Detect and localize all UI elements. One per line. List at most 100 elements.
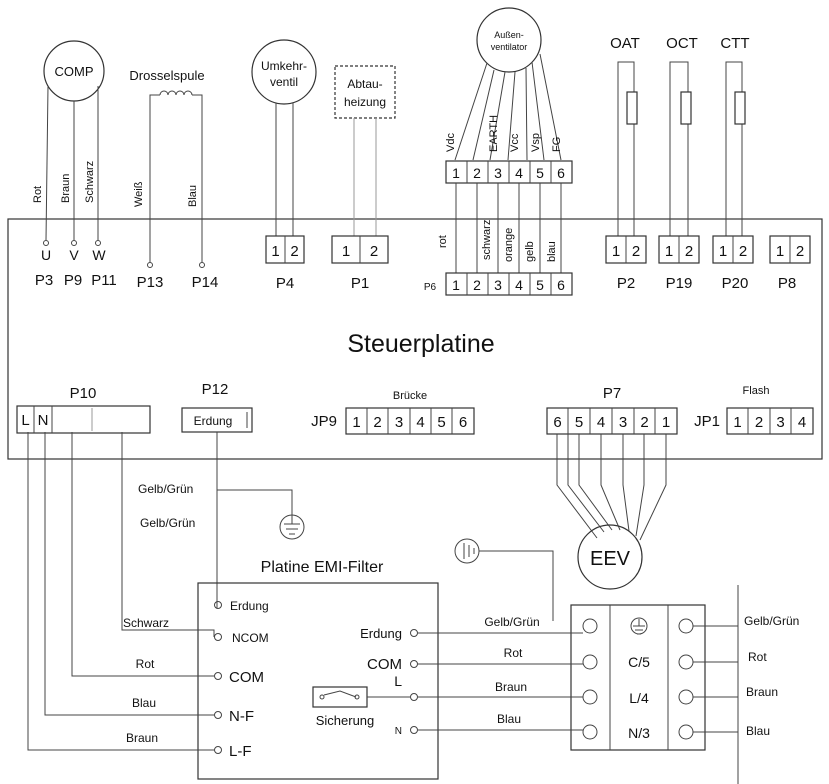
fan-wire-orange: orange xyxy=(503,228,515,262)
fan-top-label-vdc: Vdc xyxy=(445,133,457,152)
eev-valve: EEV xyxy=(556,434,667,590)
emi-term-com: COM xyxy=(229,669,264,686)
p10-label: P10 xyxy=(70,385,97,402)
terminal-c5: C/5 xyxy=(628,654,650,670)
defrost-label-1: Abtau- xyxy=(347,77,382,91)
terminal-block: C/5 L/4 N/3 Gelb/Grün Rot Braun Blau Gel… xyxy=(418,585,799,784)
valve-label-2: ventil xyxy=(270,75,298,89)
valve-label-1: Umkehr- xyxy=(261,59,307,73)
emi-filter-board: Platine EMI-Filter Erdung NCOM COM N-F L… xyxy=(27,432,439,780)
p7-pin-2: 2 xyxy=(640,414,648,431)
fan-top-pin-1: 1 xyxy=(452,165,460,181)
port-p20: P20 xyxy=(722,275,749,292)
p7-pin-3: 3 xyxy=(619,414,627,431)
port-p4: P4 xyxy=(276,275,294,292)
p4-pin-2: 2 xyxy=(290,243,298,260)
comp-wire-2: Braun xyxy=(60,174,72,203)
sensor-oct: OCT 1 2 P19 xyxy=(658,35,700,292)
jp9-pin-6: 6 xyxy=(459,414,467,431)
compressor: COMP Rot Braun Schwarz U V W P3 P9 P11 xyxy=(32,40,117,289)
port-p11: P11 xyxy=(91,272,117,289)
comp-wire-1: Rot xyxy=(32,186,44,203)
p12-cell-erdung: Erdung xyxy=(194,414,233,428)
sensor-oat: OAT 1 2 P2 xyxy=(605,35,647,292)
emi-term-lf: L-F xyxy=(229,743,252,760)
p7-pin-4: 4 xyxy=(597,414,605,431)
jp9-label: JP9 xyxy=(311,413,337,430)
p8-pin-1: 1 xyxy=(776,243,784,260)
jp1-label: JP1 xyxy=(694,413,720,430)
jp9-pin-4: 4 xyxy=(416,414,424,431)
port-p9: P9 xyxy=(64,272,82,289)
terminal-left-wire-4: Blau xyxy=(497,712,521,726)
emi-right-erdung: Erdung xyxy=(360,626,402,641)
fan-top-label-vcc: Vcc xyxy=(509,133,521,152)
terminal-n3: N/3 xyxy=(628,725,650,741)
connector-p10: P10 L N xyxy=(16,385,151,434)
connector-p7: P7 6 5 4 3 2 1 xyxy=(546,385,678,435)
fan-label-1: Außen- xyxy=(494,30,524,40)
p20-pin-1: 1 xyxy=(719,243,727,260)
p20-pin-2: 2 xyxy=(739,243,747,260)
jp9-pin-1: 1 xyxy=(352,414,360,431)
connector-jp9: Brücke JP9 1 2 3 4 5 6 xyxy=(311,390,475,435)
p6-pin-2: 2 xyxy=(473,277,481,293)
p6-pin-5: 5 xyxy=(536,277,544,293)
earth-wire-upper: Gelb/Grün xyxy=(138,482,193,496)
jp1-pin-3: 3 xyxy=(776,414,784,431)
p1-pin-1: 1 xyxy=(342,243,350,260)
jp1-pin-4: 4 xyxy=(798,414,806,431)
emi-right-com: COM xyxy=(367,656,402,673)
terminal-right-wire-1: Gelb/Grün xyxy=(744,614,799,628)
connector-p12: P12 Erdung xyxy=(181,381,253,433)
reversing-valve: Umkehr- ventil 1 2 P4 xyxy=(251,39,317,292)
fan-label-2: ventilator xyxy=(491,42,528,52)
port-p6: P6 xyxy=(424,282,437,293)
emi-fuse-label: Sicherung xyxy=(316,713,375,728)
p19-pin-2: 2 xyxy=(685,243,693,260)
jp9-pin-3: 3 xyxy=(395,414,403,431)
p19-pin-1: 1 xyxy=(665,243,673,260)
p6-pin-3: 3 xyxy=(494,277,502,293)
emi-right-n: N xyxy=(395,726,402,737)
connector-p8: 1 2 P8 xyxy=(769,235,811,292)
jp9-pin-5: 5 xyxy=(437,414,445,431)
fan-wire-rot: rot xyxy=(437,235,449,248)
fan-wire-gelb: gelb xyxy=(524,241,536,262)
p6-pin-6: 6 xyxy=(557,277,565,293)
p1-pin-2: 2 xyxy=(370,243,378,260)
fan-top-pin-5: 5 xyxy=(536,165,544,181)
fan-wire-blau: blau xyxy=(546,241,558,262)
defrost-label-2: heizung xyxy=(344,95,386,109)
earth-wiring: Gelb/Grün Gelb/Grün xyxy=(138,432,554,621)
emi-term-nf: N-F xyxy=(229,708,254,725)
p7-pin-5: 5 xyxy=(575,414,583,431)
p10-cell-l: L xyxy=(21,412,29,429)
comp-wire-3: Schwarz xyxy=(84,161,96,203)
terminal-right-wire-2: Rot xyxy=(748,650,767,664)
p7-pin-6: 6 xyxy=(553,414,561,431)
p12-label: P12 xyxy=(202,381,229,398)
fan-top-pin-3: 3 xyxy=(494,165,502,181)
control-board xyxy=(7,218,823,460)
fan-top-label-fg: FG xyxy=(551,137,563,152)
emi-term-erdung: Erdung xyxy=(230,599,269,613)
terminal-left-wire-1: Gelb/Grün xyxy=(484,615,539,629)
jp9-pin-2: 2 xyxy=(373,414,381,431)
p8-pin-2: 2 xyxy=(796,243,804,260)
port-p19: P19 xyxy=(666,275,693,292)
terminal-left-wire-2: Rot xyxy=(504,646,523,660)
p2-pin-1: 1 xyxy=(612,243,620,260)
sensor-oat-label: OAT xyxy=(610,35,640,52)
port-p13: P13 xyxy=(137,274,164,291)
port-p8: P8 xyxy=(778,275,796,292)
fan-top-label-earth: EARTH xyxy=(488,115,500,152)
p6-pin-1: 1 xyxy=(452,277,460,293)
terminal-left-wire-3: Braun xyxy=(495,680,527,694)
comp-pin-w: W xyxy=(92,247,106,263)
sensor-ctt: CTT 1 2 P20 xyxy=(712,35,754,292)
emi-term-ncom: NCOM xyxy=(232,631,269,645)
p10-cell-n: N xyxy=(38,412,49,429)
port-p2: P2 xyxy=(617,275,635,292)
emi-wire-rot: Rot xyxy=(136,657,155,671)
